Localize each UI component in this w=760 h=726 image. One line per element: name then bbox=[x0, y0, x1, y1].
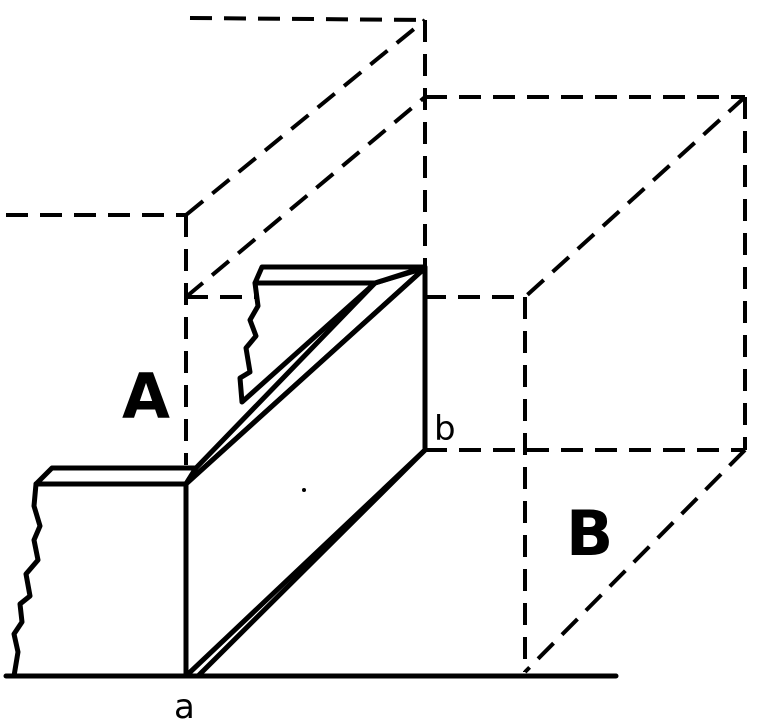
wall-left-front-face bbox=[11, 481, 189, 679]
wall-inner-diagonal bbox=[195, 447, 428, 679]
speck-dot bbox=[302, 488, 306, 492]
dashed-box-b bbox=[186, 95, 747, 674]
wall-block bbox=[11, 264, 428, 679]
label-point-b: b bbox=[434, 409, 456, 449]
box-a-back-top-edge bbox=[189, 16, 426, 22]
label-point-a: a bbox=[174, 687, 195, 726]
wall-left-top-face bbox=[33, 465, 199, 487]
label-region-b: B bbox=[566, 497, 613, 570]
box-b-bottom-diagonal bbox=[523, 448, 747, 674]
box-a-mid-diagonal bbox=[184, 95, 427, 299]
wall-back-front-face bbox=[237, 280, 378, 405]
box-a-front-diagonal bbox=[184, 18, 427, 217]
box-b-top-diagonal bbox=[523, 95, 747, 299]
label-region-a: A bbox=[122, 360, 170, 433]
